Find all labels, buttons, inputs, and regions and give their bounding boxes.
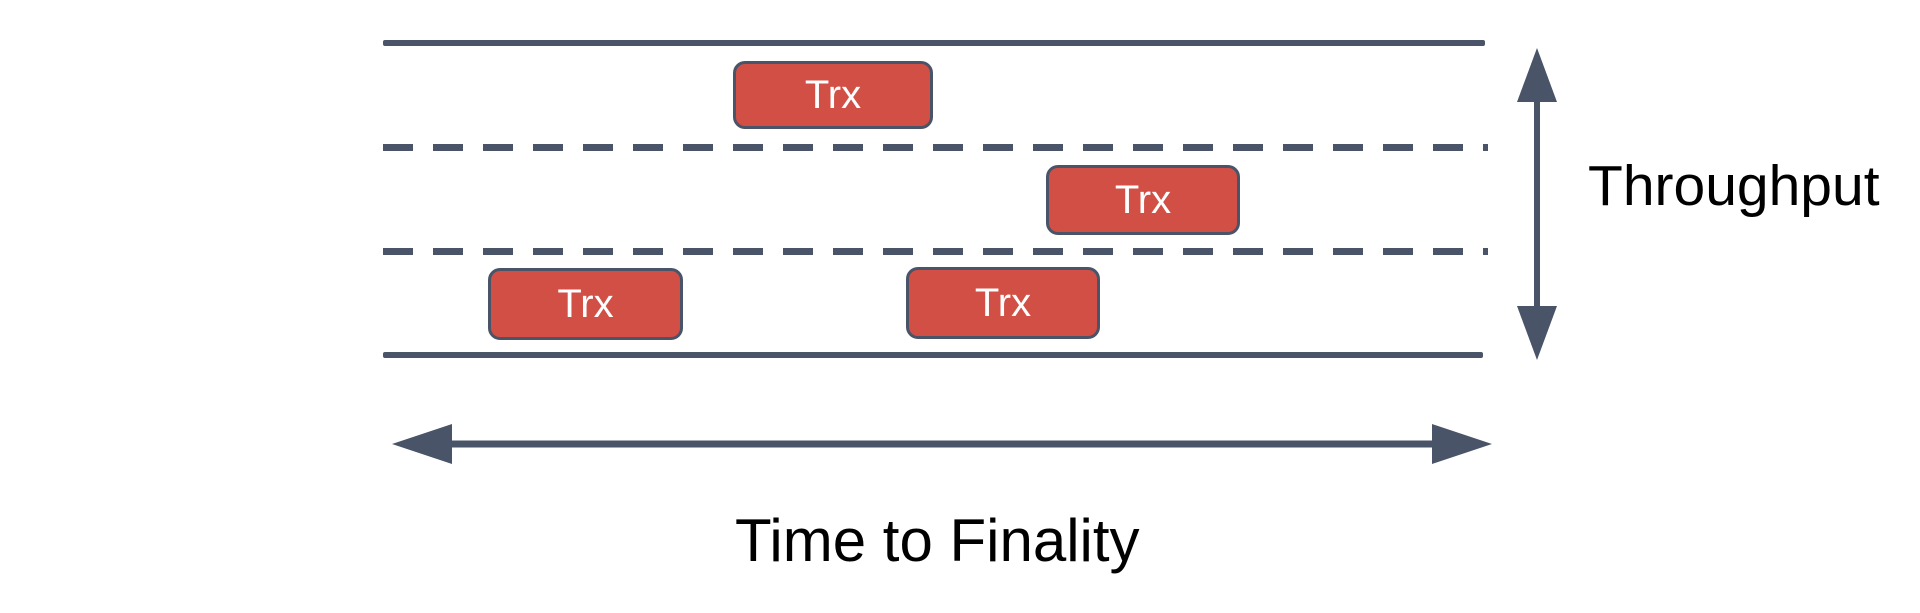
transaction-label: Trx (1114, 178, 1172, 222)
double-arrow-horizontal-icon (392, 424, 1492, 464)
transaction-label: Trx (557, 282, 614, 326)
lane-divider-dashed-line-2 (383, 248, 1488, 255)
transaction-label: Trx (974, 281, 1032, 325)
throughput-axis-label: Throughput (1588, 154, 1880, 218)
transaction-box: Trx (733, 61, 933, 129)
transaction-box: Trx (906, 267, 1100, 339)
transaction-box: Trx (488, 268, 683, 340)
transaction-label: Trx (804, 73, 862, 117)
time-to-finality-axis-label: Time to Finality (735, 507, 1140, 574)
double-arrow-vertical-icon (1517, 48, 1557, 360)
transaction-box: Trx (1046, 165, 1240, 235)
lane-bottom-boundary-line (383, 352, 1483, 358)
lane-top-boundary-line (383, 40, 1485, 46)
lane-divider-dashed-line-1 (383, 144, 1488, 151)
